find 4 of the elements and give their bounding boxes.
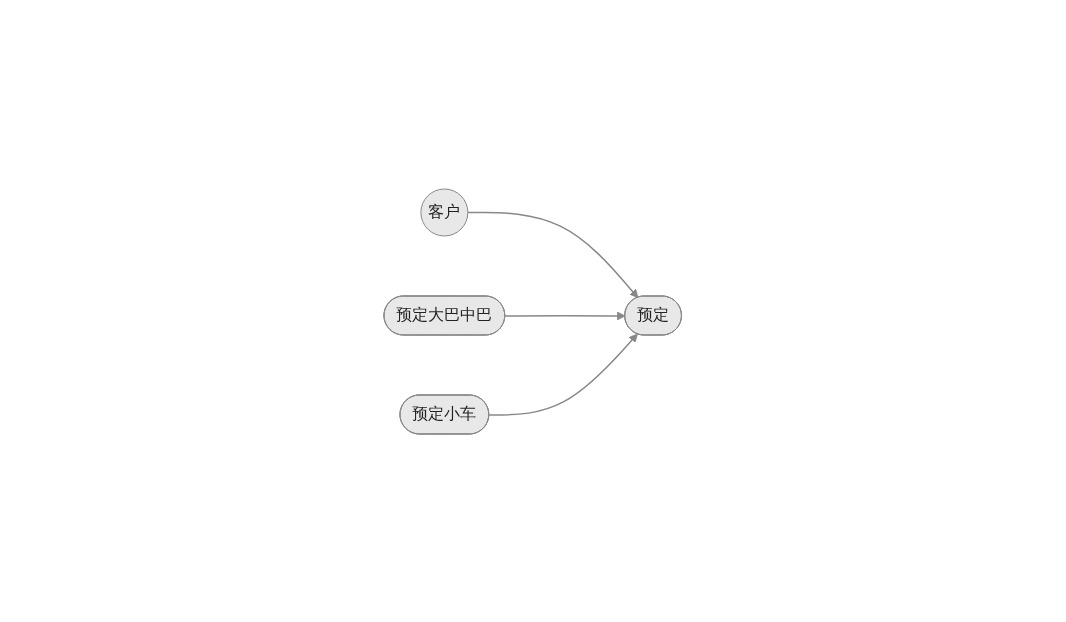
arrow bbox=[467, 211, 639, 298]
node-circle: 客户 bbox=[420, 188, 469, 236]
arrow bbox=[488, 333, 639, 416]
arrow bbox=[504, 311, 626, 320]
